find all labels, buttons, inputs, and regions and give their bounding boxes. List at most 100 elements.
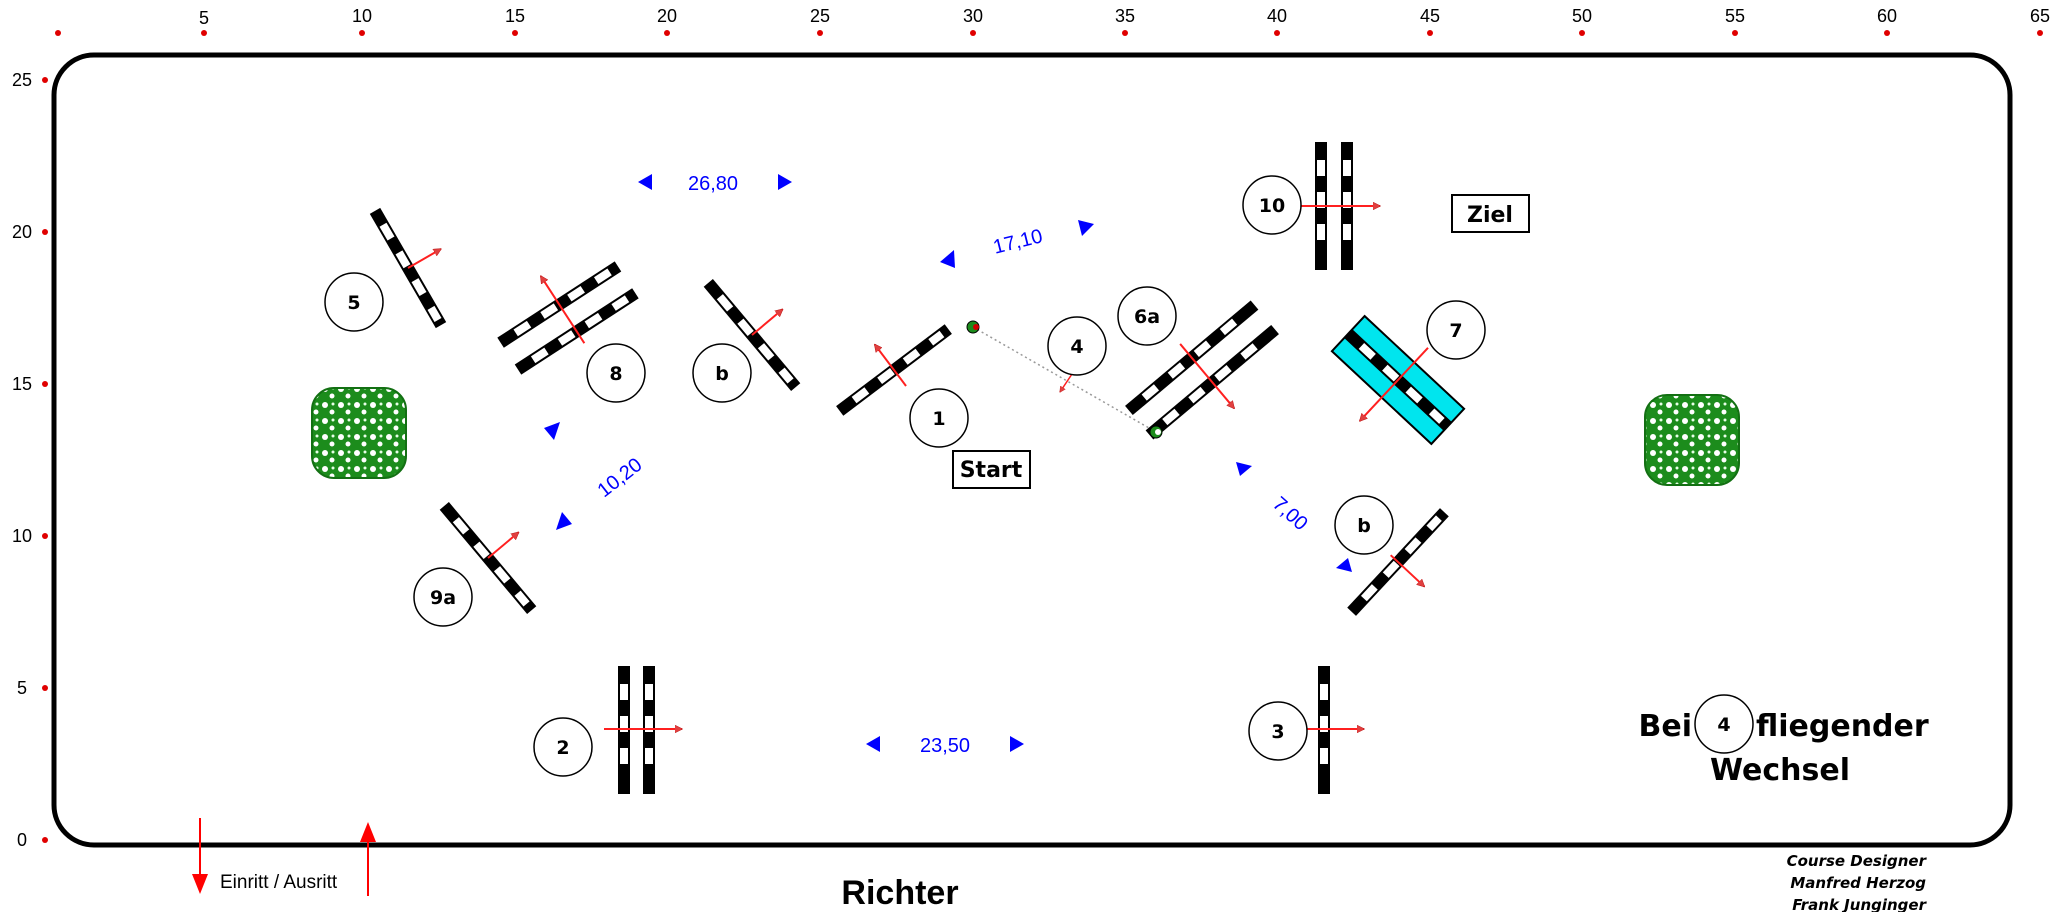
distance-diag-upper: 17,10 <box>940 220 1094 268</box>
distance-bottom: 23,50 <box>866 735 1024 757</box>
number-circle-7: 7 <box>1426 300 1486 360</box>
x-tick-55: 55 <box>1725 6 1745 36</box>
entry-exit-label: Einritt / Ausritt <box>220 872 338 893</box>
obstacle-8[interactable] <box>482 238 643 381</box>
number-circle-2: 2 <box>533 717 593 777</box>
x-tick-30: 30 <box>963 6 983 36</box>
svg-text:4: 4 <box>1070 336 1083 358</box>
svg-text:9a: 9a <box>430 587 456 609</box>
start-label: Start <box>952 450 1031 489</box>
x-tick-label: 25 <box>810 6 830 26</box>
svg-text:3: 3 <box>1271 721 1284 743</box>
y-tick-label: 15 <box>12 374 32 394</box>
x-tick-label: 15 <box>505 6 525 26</box>
distance-label: 10,20 <box>594 454 647 502</box>
obstacle-9a[interactable] <box>439 480 563 614</box>
distance-top: 26,80 <box>638 173 792 195</box>
x-tick-label: 45 <box>1420 6 1440 26</box>
svg-text:Ziel: Ziel <box>1467 203 1513 228</box>
obstacle-5[interactable] <box>369 192 474 329</box>
y-tick-label: 10 <box>12 526 32 546</box>
number-circle-b-right: b <box>1334 495 1394 555</box>
x-tick-5: 5 <box>199 8 209 36</box>
obstacle-3[interactable] <box>1304 666 1364 794</box>
finish-label: Ziel <box>1451 194 1530 233</box>
svg-text:2: 2 <box>556 737 569 759</box>
svg-text:7: 7 <box>1449 320 1462 342</box>
svg-text:b: b <box>1357 515 1371 537</box>
x-tick-45: 45 <box>1420 6 1440 36</box>
note-suffix: fliegender <box>1756 709 1929 744</box>
number-circle-5: 5 <box>324 272 384 332</box>
number-circle-1: 1 <box>909 388 969 448</box>
judge-label: Richter <box>841 874 958 912</box>
x-tick-label: 50 <box>1572 6 1592 26</box>
note-number: 4 <box>1717 714 1730 736</box>
x-tick-35: 35 <box>1115 6 1135 36</box>
obstacle-4-flags <box>966 320 1163 439</box>
y-tick-label: 5 <box>17 678 27 698</box>
number-circle-b-left: b <box>692 343 752 403</box>
obstacle-2[interactable] <box>604 666 682 794</box>
x-tick-40: 40 <box>1267 6 1287 36</box>
entry-exit: Einritt / Ausritt <box>192 818 376 896</box>
svg-text:1: 1 <box>932 408 945 430</box>
distance-right: 7,00 <box>1236 462 1352 572</box>
arena-boundary <box>51 52 2013 848</box>
x-tick-label: 60 <box>1877 6 1897 26</box>
hedge-left <box>311 387 407 479</box>
x-tick-0-dot <box>55 30 61 36</box>
distance-label: 17,10 <box>991 225 1045 258</box>
distance-label: 7,00 <box>1268 493 1312 535</box>
x-tick-label: 40 <box>1267 6 1287 26</box>
distance-left: 10,20 <box>544 422 646 530</box>
y-tick-label: 0 <box>17 830 27 850</box>
number-circle-6a: 6a <box>1117 286 1177 346</box>
x-tick-15: 15 <box>505 6 525 36</box>
svg-text:10: 10 <box>1259 195 1285 217</box>
credit-name-1: Manfred Herzog <box>1790 874 1926 892</box>
svg-text:b: b <box>715 363 729 385</box>
obstacle-10[interactable] <box>1300 142 1380 270</box>
x-axis: 5 10 15 20 25 30 35 40 <box>55 6 2050 36</box>
note-prefix: Bei <box>1639 709 1693 744</box>
exit-arrow-icon <box>192 874 208 894</box>
distance-label: 23,50 <box>920 735 970 757</box>
x-tick-label: 65 <box>2030 6 2050 26</box>
number-circle-4: 4 <box>1047 316 1107 376</box>
number-circle-8: 8 <box>586 343 646 403</box>
svg-text:6a: 6a <box>1134 306 1160 328</box>
x-tick-label: 10 <box>352 6 372 26</box>
y-tick-label: 25 <box>12 70 32 90</box>
number-circle-3: 3 <box>1248 701 1308 761</box>
y-tick-label: 20 <box>12 222 32 242</box>
x-tick-label: 30 <box>963 6 983 26</box>
x-tick-10: 10 <box>352 6 372 36</box>
x-tick-65: 65 <box>2030 6 2050 36</box>
x-tick-25: 25 <box>810 6 830 36</box>
x-tick-20: 20 <box>657 6 677 36</box>
obstacle-6a[interactable] <box>1117 291 1297 461</box>
credit-name-2: Frank Junginger <box>1792 896 1927 912</box>
flying-change-note: Bei 4 fliegender Wechsel <box>1639 694 1929 788</box>
svg-text:Start: Start <box>960 458 1023 483</box>
obstacle-b-left[interactable] <box>703 257 827 391</box>
credit-title: Course Designer <box>1787 852 1928 870</box>
note-number-circle <box>1694 694 1754 754</box>
obstacle-7-water[interactable] <box>1310 301 1478 467</box>
x-tick-label: 20 <box>657 6 677 26</box>
x-tick-label: 55 <box>1725 6 1745 26</box>
obstacle-b-right[interactable] <box>1344 505 1470 636</box>
entry-arrow-icon <box>360 822 376 842</box>
obstacle-1[interactable] <box>820 304 960 427</box>
svg-text:5: 5 <box>347 292 360 314</box>
note-line2: Wechsel <box>1710 753 1850 788</box>
course-designer-credits: Course Designer Manfred Herzog Frank Jun… <box>1787 852 1928 912</box>
x-tick-60: 60 <box>1877 6 1897 36</box>
hedge-right <box>1644 394 1740 486</box>
x-tick-label: 35 <box>1115 6 1135 26</box>
number-circle-9a: 9a <box>413 567 473 627</box>
svg-text:8: 8 <box>609 363 622 385</box>
number-circle-10: 10 <box>1242 175 1302 235</box>
